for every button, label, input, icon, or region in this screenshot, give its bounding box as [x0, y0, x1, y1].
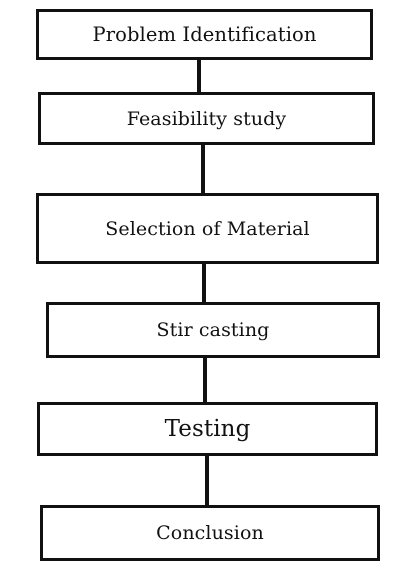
- step-box-stir-casting: Stir casting: [46, 302, 380, 358]
- connector-line: [201, 145, 205, 193]
- step-label: Testing: [164, 416, 251, 442]
- connector-line: [197, 60, 201, 92]
- step-label: Problem Identification: [92, 23, 317, 46]
- step-box-testing: Testing: [37, 402, 378, 456]
- step-box-selection-of-material: Selection of Material: [36, 193, 379, 264]
- step-label: Feasibility study: [126, 107, 287, 130]
- step-label: Conclusion: [156, 522, 264, 544]
- step-box-feasibility-study: Feasibility study: [38, 92, 375, 145]
- connector-line: [203, 358, 207, 402]
- step-box-conclusion: Conclusion: [40, 505, 380, 561]
- step-label: Stir casting: [156, 319, 270, 341]
- step-label: Selection of Material: [105, 217, 310, 240]
- connector-line: [202, 264, 206, 302]
- connector-line: [205, 456, 209, 505]
- step-box-problem-identification: Problem Identification: [36, 9, 373, 60]
